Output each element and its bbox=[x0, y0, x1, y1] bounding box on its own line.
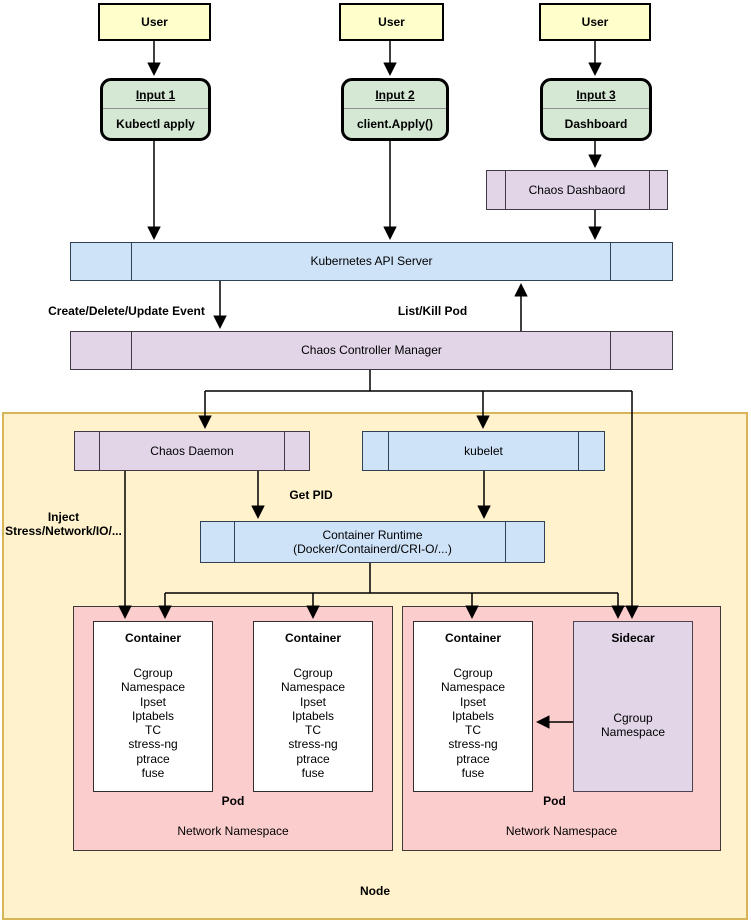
process-bar bbox=[505, 171, 506, 209]
process-bar bbox=[388, 432, 389, 470]
list-kill-pod-label: List/Kill Pod bbox=[397, 304, 468, 318]
chaos-daemon-box: Chaos Daemon bbox=[74, 431, 310, 471]
process-bar bbox=[234, 522, 235, 562]
pod1-network-namespace-label: Network Namespace bbox=[177, 824, 289, 838]
container-capabilities: Cgroup Namespace Ipset Iptabels TC stres… bbox=[120, 666, 186, 781]
sidecar-title: Sidecar bbox=[611, 631, 655, 645]
kubelet-box: kubelet bbox=[362, 431, 605, 471]
divider bbox=[103, 108, 208, 109]
input-3-box: Input 3 Dashboard bbox=[540, 78, 652, 141]
user-label: User bbox=[378, 14, 405, 29]
kubernetes-api-server-box: Kubernetes API Server bbox=[70, 242, 673, 281]
user-box-2: User bbox=[339, 3, 444, 41]
pod1-container-2: Container Cgroup Namespace Ipset Iptabel… bbox=[253, 621, 373, 792]
container-capabilities: Cgroup Namespace Ipset Iptabels TC stres… bbox=[440, 666, 506, 781]
user-box-1: User bbox=[98, 3, 211, 41]
process-bar bbox=[284, 432, 285, 470]
pod2-network-namespace-label: Network Namespace bbox=[505, 824, 618, 838]
controller-manager-label: Chaos Controller Manager bbox=[301, 343, 442, 358]
kubelet-label: kubelet bbox=[464, 443, 503, 458]
user-box-3: User bbox=[539, 3, 651, 41]
pod2-container-1: Container Cgroup Namespace Ipset Iptabel… bbox=[413, 621, 533, 792]
input-3-command: Dashboard bbox=[564, 116, 628, 131]
container-capabilities: Cgroup Namespace Ipset Iptabels TC stres… bbox=[280, 666, 346, 781]
chaos-daemon-label: Chaos Daemon bbox=[150, 443, 234, 458]
input-1-box: Input 1 Kubectl apply bbox=[100, 78, 211, 141]
input-1-title: Input 1 bbox=[135, 87, 176, 102]
pod1-container-1: Container Cgroup Namespace Ipset Iptabel… bbox=[93, 621, 213, 792]
chaos-controller-manager-box: Chaos Controller Manager bbox=[70, 331, 673, 370]
divider bbox=[543, 108, 649, 109]
get-pid-label: Get PID bbox=[289, 488, 333, 502]
process-bar bbox=[131, 243, 132, 280]
pod2-label: Pod bbox=[543, 794, 566, 808]
user-label: User bbox=[141, 14, 168, 29]
inject-stress-network-io-label: Inject Stress/Network/IO/... bbox=[5, 510, 122, 538]
chaos-dashboard-label: Chaos Dashbaord bbox=[528, 182, 626, 197]
pod1-label: Pod bbox=[221, 794, 245, 808]
node-label: Node bbox=[360, 884, 390, 898]
input-3-title: Input 3 bbox=[576, 87, 616, 102]
process-bar bbox=[578, 432, 579, 470]
process-bar bbox=[610, 332, 611, 369]
input-2-title: Input 2 bbox=[375, 87, 415, 102]
process-bar bbox=[610, 243, 611, 280]
input-2-command: client.Apply() bbox=[356, 116, 433, 131]
process-bar bbox=[505, 522, 506, 562]
process-bar bbox=[649, 171, 650, 209]
divider bbox=[344, 108, 446, 109]
user-label: User bbox=[581, 14, 609, 29]
container-runtime-box: Container Runtime (Docker/Containerd/CRI… bbox=[200, 521, 545, 563]
chaos-dashboard-box: Chaos Dashbaord bbox=[486, 170, 668, 210]
container-title: Container bbox=[444, 631, 501, 645]
container-runtime-label: Container Runtime (Docker/Containerd/CRI… bbox=[293, 527, 452, 556]
process-bar bbox=[99, 432, 100, 470]
input-1-command: Kubectl apply bbox=[116, 116, 195, 131]
container-title: Container bbox=[124, 631, 181, 645]
sidecar-capabilities: Cgroup Namespace bbox=[600, 711, 666, 740]
api-server-label: Kubernetes API Server bbox=[310, 254, 433, 269]
sidecar-box: Sidecar Cgroup Namespace bbox=[573, 621, 693, 792]
container-title: Container bbox=[284, 631, 341, 645]
create-delete-update-event-label: Create/Delete/Update Event bbox=[48, 304, 205, 318]
input-2-box: Input 2 client.Apply() bbox=[341, 78, 449, 141]
process-bar bbox=[131, 332, 132, 369]
